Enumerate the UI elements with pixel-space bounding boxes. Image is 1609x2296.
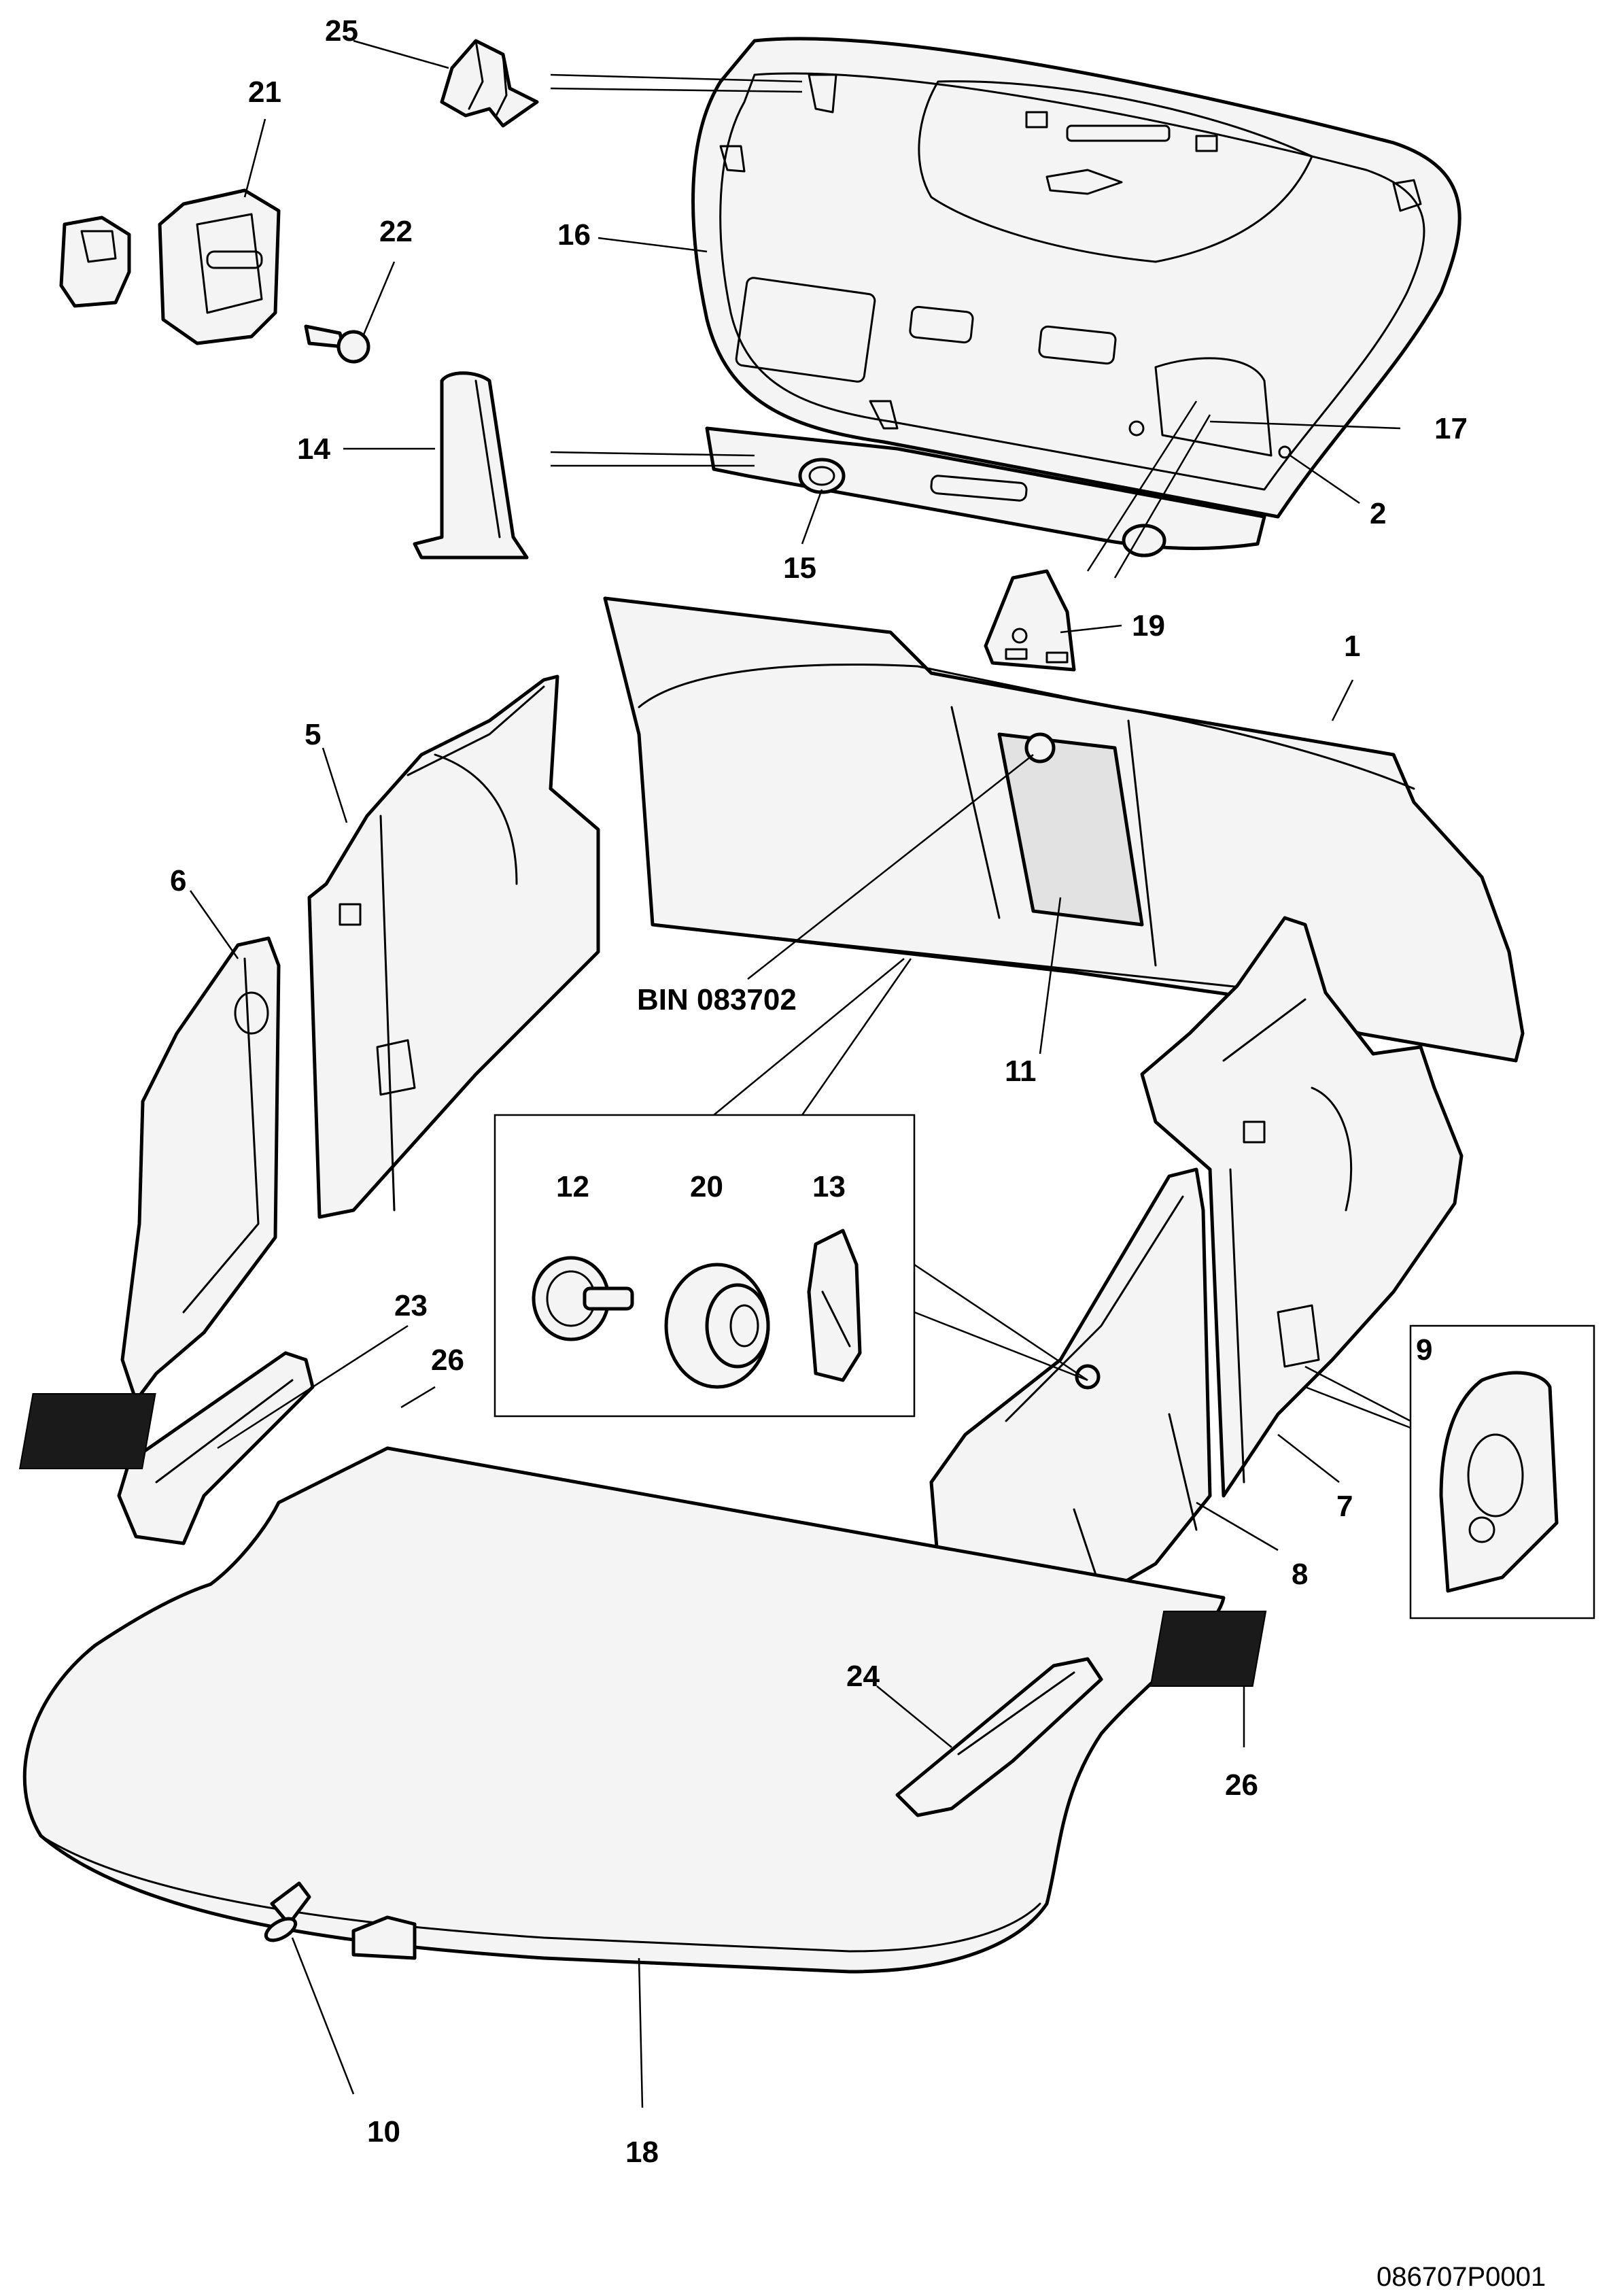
part-19-latch-bracket — [984, 569, 1076, 672]
tailgate-trim-panel — [691, 37, 1461, 519]
part-6-left-lower-panel — [120, 936, 281, 1403]
label-7: 7 — [1336, 1490, 1353, 1523]
part-21-handle-bezel — [59, 188, 281, 345]
label-22: 22 — [379, 215, 413, 248]
label-2: 2 — [1370, 497, 1386, 530]
label-18: 18 — [625, 2136, 659, 2169]
label-24: 24 — [846, 1660, 880, 1693]
label-21: 21 — [248, 75, 281, 109]
reference-code: 086707P0001 — [1377, 2262, 1546, 2292]
leader-lines — [189, 39, 1411, 2108]
part-10-screw — [264, 1881, 311, 1942]
label-23: 23 — [394, 1289, 428, 1322]
label-10: 10 — [367, 2115, 400, 2148]
part-9-inset-box — [1409, 1324, 1595, 1620]
part-26-pad-right — [1149, 1611, 1267, 1687]
part-20-grommet — [664, 1263, 770, 1389]
part-25-clip — [440, 39, 539, 128]
part-22-screw — [304, 324, 370, 364]
label-20: 20 — [690, 1170, 723, 1203]
part-18-floor-carpet — [22, 1446, 1226, 1974]
label-25: 25 — [325, 14, 358, 48]
part-13-clip — [807, 1229, 862, 1382]
part-12-fastener — [532, 1256, 634, 1341]
label-16: 16 — [557, 218, 591, 252]
label-15: 15 — [783, 551, 816, 585]
part-7-right-upper-trim — [1140, 916, 1464, 1498]
bin-label: BIN 083702 — [637, 983, 797, 1016]
label-17: 17 — [1434, 412, 1468, 445]
label-26-left: 26 — [431, 1343, 464, 1377]
label-9: 9 — [1416, 1333, 1432, 1367]
tailgate-lower-strip — [705, 426, 1266, 558]
part-23-sill-strip — [117, 1351, 315, 1545]
label-13: 13 — [812, 1170, 846, 1203]
part-9-cup — [1439, 1371, 1559, 1593]
label-19: 19 — [1132, 609, 1165, 642]
label-5: 5 — [305, 718, 321, 751]
label-11: 11 — [1005, 1055, 1037, 1088]
part-14-bracket — [413, 371, 529, 560]
part-24-sill-strip — [895, 1657, 1103, 1817]
label-12: 12 — [556, 1170, 589, 1203]
label-26-right: 26 — [1225, 1768, 1258, 1802]
part-5-left-upper-trim — [307, 674, 600, 1219]
label-8: 8 — [1292, 1558, 1308, 1591]
label-1: 1 — [1344, 630, 1360, 663]
label-6: 6 — [170, 864, 186, 897]
label-14: 14 — [297, 432, 330, 466]
part-26-pad-left — [18, 1393, 156, 1469]
